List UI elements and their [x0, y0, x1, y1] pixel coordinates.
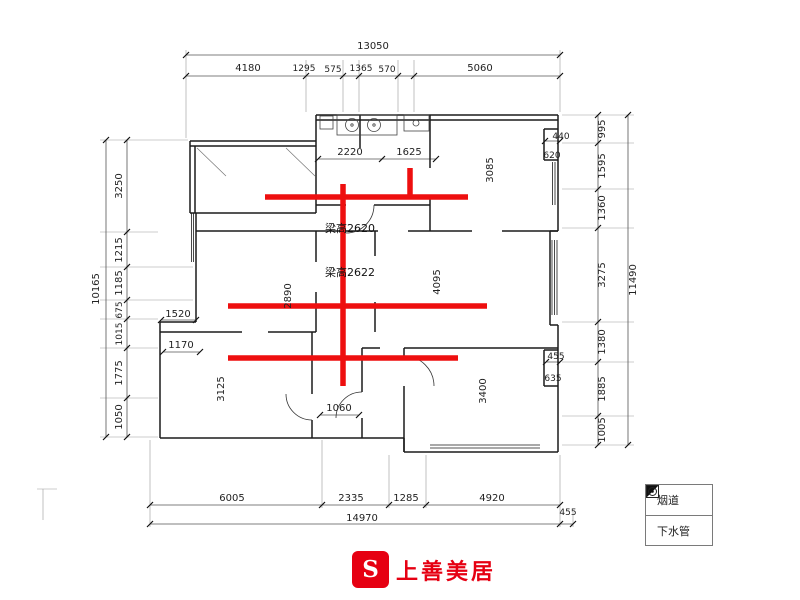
- dim-right-seg: 1380: [597, 329, 608, 354]
- dim-top-seg: 4180: [235, 63, 260, 74]
- dim-interior: 1520: [165, 309, 190, 320]
- dim-top-seg: 5060: [467, 63, 492, 74]
- dim-interior: 455: [547, 352, 564, 362]
- dim-right-seg: 995: [597, 119, 608, 138]
- extension-lines: [37, 50, 634, 527]
- dim-top-seg: 570: [378, 65, 395, 75]
- dim-right-seg: 1595: [597, 153, 608, 178]
- windows: [191, 162, 558, 449]
- dim-top-seg: 1295: [293, 64, 316, 74]
- dim-right-seg: 1360: [597, 195, 608, 220]
- dimension-ticks: [102, 51, 632, 528]
- doors: [285, 204, 435, 421]
- logo-text: 上善美居: [396, 559, 497, 585]
- dim-interior: 2220: [337, 147, 362, 158]
- beam-markup-lines: [228, 168, 487, 386]
- dim-left-seg: 1215: [114, 237, 125, 262]
- dim-interior: 3085: [485, 157, 496, 182]
- dim-interior: 1170: [168, 340, 193, 351]
- dimension-lines: [105, 54, 629, 525]
- dim-left-seg: 1775: [114, 360, 125, 385]
- dim-bottom-extra: 455: [559, 508, 576, 518]
- dim-left-total: 10165: [91, 273, 102, 305]
- dim-left-seg: 1185: [114, 270, 125, 295]
- dim-interior: 4095: [432, 269, 443, 294]
- dim-interior: 1060: [326, 403, 351, 414]
- dim-bottom-seg: 6005: [219, 493, 244, 504]
- dim-left-seg: 1015: [115, 323, 125, 346]
- logo-mark-glyph: S: [362, 556, 379, 583]
- legend: 烟道 下水管: [645, 484, 713, 546]
- bath-fixtures: [319, 114, 430, 136]
- dim-right-seg: 1005: [597, 417, 608, 442]
- dim-interior: 3125: [216, 376, 227, 401]
- dim-bottom-seg: 4920: [479, 493, 504, 504]
- dim-right-total: 11490: [628, 264, 639, 296]
- beam-label-lower: 梁高2622: [325, 265, 375, 279]
- beam-label-upper: 梁高2620: [325, 221, 375, 235]
- dim-right-seg: 3275: [597, 262, 608, 287]
- dim-interior: 440: [552, 132, 569, 142]
- dim-top-seg: 575: [324, 65, 341, 75]
- legend-label-drain: 下水管: [657, 524, 690, 538]
- dim-interior: 3400: [478, 378, 489, 403]
- dim-top-seg: 1365: [350, 64, 373, 74]
- dim-interior: 620: [543, 151, 560, 161]
- dim-bottom-total: 14970: [346, 513, 378, 524]
- dim-top-total: 13050: [357, 41, 389, 52]
- dim-left-seg: 3250: [114, 173, 125, 198]
- dim-right-seg: 1885: [597, 376, 608, 401]
- legend-row-drain: 下水管: [646, 487, 712, 545]
- glazing-diagonals: [196, 147, 316, 177]
- brand-logo: S 上善美居: [352, 551, 496, 588]
- dim-left-seg: 1050: [114, 404, 125, 429]
- logo-icon: S: [352, 551, 389, 588]
- dim-interior: 2890: [283, 283, 294, 308]
- dim-bottom-seg: 1285: [393, 493, 418, 504]
- dim-left-seg: 675: [115, 301, 125, 318]
- dim-interior: 635: [544, 374, 561, 384]
- legend-label-flue: 烟道: [657, 494, 679, 507]
- dim-bottom-seg: 2335: [338, 493, 363, 504]
- dim-interior: 1625: [396, 147, 421, 158]
